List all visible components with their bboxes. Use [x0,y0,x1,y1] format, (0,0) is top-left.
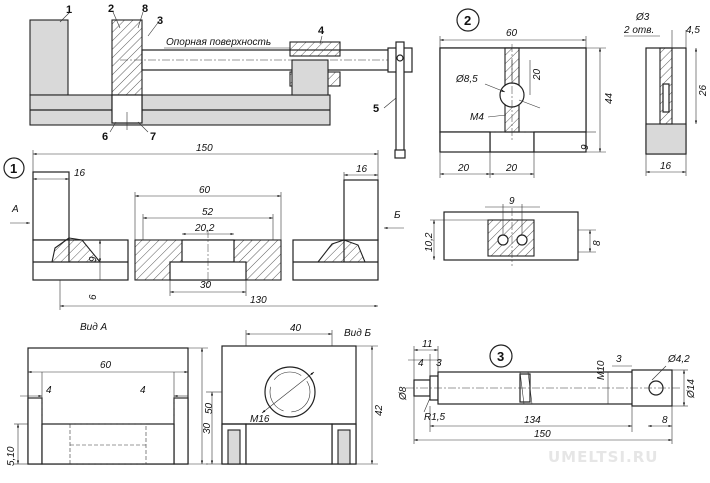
dim-20-bottom-left: 20 [457,163,470,174]
dim-4-view-a-left: 4 [46,385,52,396]
part-label-2: 2 [108,3,114,15]
dim-9-plan: 9 [509,196,515,207]
dim-4-part3: 4 [418,358,424,369]
dim-60-part2: 60 [506,28,518,39]
dim-26: 26 [698,84,709,97]
view-a: Вид А 60 4 4 50 5,10 [6,322,215,466]
nut-support [291,59,329,96]
dim-16-side: 16 [660,161,672,172]
dim-50: 50 [204,402,215,414]
view-b-label: Вид Б [344,328,372,339]
dim-40: 40 [290,323,302,334]
left-jaw-upright [32,171,70,241]
dim-9-part2: 9 [580,144,591,150]
part-label-8: 8 [142,3,148,15]
dim-30-part1: 30 [200,280,212,291]
part-label-4: 4 [318,25,325,37]
dim-m4: M4 [470,112,484,123]
dim-20-bottom-right: 20 [505,163,518,174]
part-label-6: 6 [102,131,108,143]
view-number-3: 3 [497,349,504,364]
view-circle-1 [3,157,25,179]
part2-view: 2 60 20 Ø8,5 M4 44 9 20 20 [439,8,615,178]
dim-30-view-b: 30 [202,422,213,434]
dim-60-part1: 60 [199,185,211,196]
dim-16-left: 16 [74,168,86,179]
dim-20-2: 20,2 [194,223,215,234]
dim-134: 134 [524,415,541,426]
part3-view: 3 11 4 3 M10 3 Ø4,2 Ø8 R1,5 134 Ø14 [398,339,697,444]
part-label-1: 1 [66,4,72,16]
dim-16-right: 16 [356,164,368,175]
view-b-thread-bore [264,366,316,418]
dim-150: 150 [196,143,213,154]
view-a-label: Вид А [80,322,108,333]
assembly-view: 1 2 3 8 4 5 6 7 Опорная поверхность [29,3,413,159]
part2-plan-view: 9 10,2 8 [424,196,603,266]
dim-d3: Ø3 [635,12,650,23]
arrow-b-label: Б [394,210,401,221]
view-circle-2 [456,8,480,32]
view-circle-3 [489,344,513,368]
view-number-1: 1 [10,161,17,176]
dim-8-part3: 8 [662,415,668,426]
holes-label: 2 отв. [623,25,654,36]
dim-4-view-a-right: 4 [140,385,146,396]
dim-m16: M16 [250,414,270,425]
fixed-jaw [29,19,69,96]
dim-d8-5: Ø8,5 [455,74,478,85]
part-label-7: 7 [150,131,156,143]
dim-9-part1: 9 [88,256,99,262]
dim-60-view-a: 60 [100,360,112,371]
dim-52: 52 [202,207,214,218]
dim-d4-2: Ø4,2 [667,354,690,365]
dim-d14: Ø14 [686,379,697,399]
dim-4-5: 4,5 [686,25,700,36]
dim-d8: Ø8 [398,386,409,401]
watermark: UMELTSI.RU [548,448,658,466]
dim-3-part3-left: 3 [436,358,442,369]
part-label-5: 5 [373,103,379,115]
right-jaw-upright [343,179,379,241]
dim-3-part3-right: 3 [616,354,622,365]
dim-10-2: 10,2 [424,232,435,252]
dim-6: 6 [88,294,99,300]
dim-r1-5: R1,5 [424,412,446,423]
part1-view: 1 150 16 А 9 6 60 52 20,2 [3,143,404,310]
part2-side-view: Ø3 2 отв. 4,5 26 16 [623,12,709,176]
nut-top [289,41,341,57]
dim-5-10: 5,10 [6,446,17,466]
dim-44: 44 [604,92,615,104]
dim-20-part2: 20 [532,68,543,81]
dim-42: 42 [374,404,385,416]
dim-130: 130 [250,295,267,306]
dim-150-part3: 150 [534,429,551,440]
dim-11: 11 [422,339,432,350]
view-number-2: 2 [464,13,471,28]
dim-8-plan: 8 [592,240,603,246]
support-surface-label: Опорная поверхность [166,37,271,48]
arrow-a-label: А [11,204,19,215]
part-label-3: 3 [157,15,163,27]
dim-m10: M10 [596,360,607,380]
view-b: Вид Б M16 40 30 42 [202,323,385,465]
